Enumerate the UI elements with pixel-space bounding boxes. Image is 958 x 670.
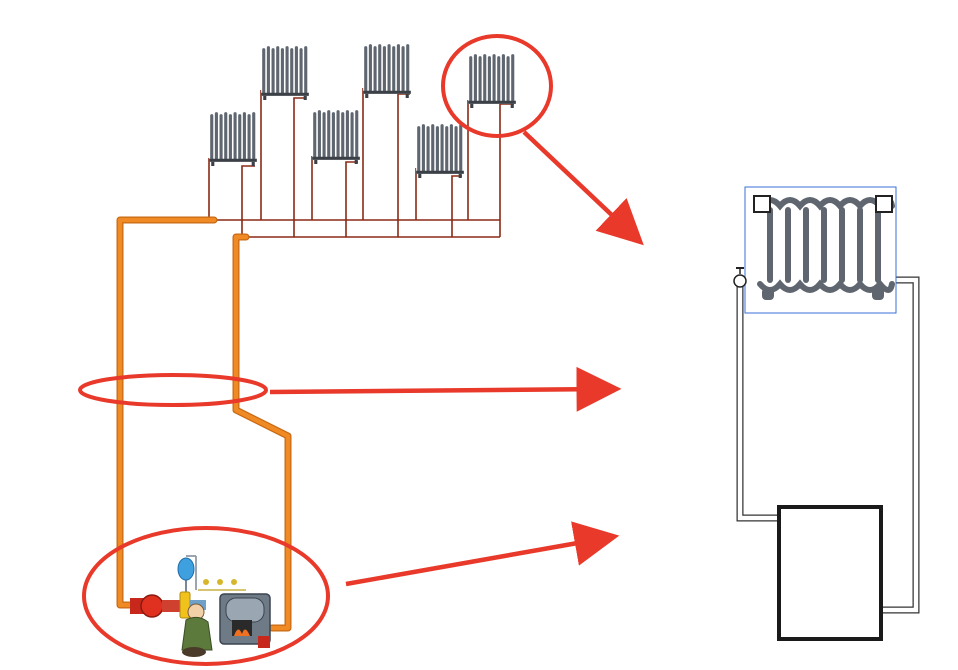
- boiler-highlight: [82, 526, 330, 666]
- schematic-boiler: [777, 505, 883, 641]
- riser-callout-arrow: [269, 366, 622, 412]
- air-valve-icon: [733, 267, 747, 288]
- expansion-tank-icon: [177, 557, 195, 581]
- radiator-icon: [416, 124, 464, 178]
- radiator-callout-arrow: [522, 130, 644, 246]
- radiator-icon: [363, 44, 411, 98]
- radiator-icon: [468, 54, 516, 108]
- highlight-circles: [78, 34, 553, 666]
- radiator-highlight: [441, 34, 553, 138]
- technician-icon: [181, 603, 213, 657]
- schematic: [733, 186, 920, 641]
- boiler-icon: [219, 593, 271, 648]
- schematic-radiator: [753, 195, 895, 300]
- schematic-riser: [736, 276, 920, 614]
- supply-riser: [116, 216, 218, 609]
- radiator-icon: [757, 197, 895, 293]
- schematic-selection-frame: [744, 186, 897, 314]
- branch-pipes: [208, 88, 514, 238]
- pictorial-system: [78, 34, 644, 666]
- boiler-callout-arrow: [345, 521, 620, 587]
- callout-arrows: [269, 130, 644, 587]
- radiator-icon: [261, 46, 309, 100]
- radiator-icon: [209, 112, 257, 166]
- riser-pipes: [116, 216, 292, 632]
- boiler-room-equipment: [130, 555, 271, 657]
- riser-highlight: [78, 373, 268, 407]
- circulation-pump-icon: [140, 594, 164, 618]
- radiator-icon: [312, 110, 360, 164]
